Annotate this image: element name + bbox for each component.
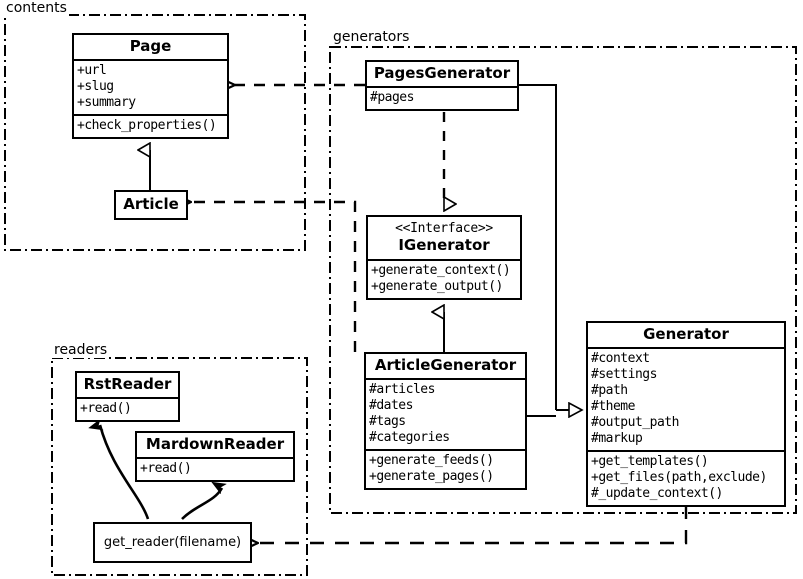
attribute-articles: #articles	[369, 382, 435, 398]
attribute-dates: #dates	[369, 398, 413, 414]
attribute-theme: #theme	[591, 399, 635, 415]
class-name-articlegenerator: ArticleGenerator	[374, 356, 517, 374]
attribute-output-path: #output_path	[591, 415, 679, 431]
class-name-page: Page	[129, 37, 172, 55]
class-methods-articlegenerator: +generate_feeds() +generate_pages()	[366, 449, 525, 488]
relation-get-reader-creates-markdownreader	[181, 488, 222, 520]
class-methods-markdownreader: +read()	[137, 457, 293, 480]
method-get-templates: +get_templates()	[591, 454, 709, 470]
class-header-igenerator: <<Interface>> IGenerator	[368, 217, 520, 259]
method-get-files: +get_files(path,exclude)	[591, 470, 767, 486]
package-frame-contents	[4, 14, 306, 251]
attribute-path: #path	[591, 383, 628, 399]
class-box-page[interactable]: Page +url +slug +summary +check_properti…	[72, 33, 229, 140]
package-label-generators: generators	[331, 29, 412, 45]
class-methods-page: +check_properties()	[74, 114, 227, 137]
relation-get-reader-creates-rstreader	[100, 425, 150, 520]
class-box-article[interactable]: Article	[114, 190, 188, 221]
method-generate-pages: +generate_pages()	[369, 469, 494, 485]
class-name-article: Article	[123, 195, 179, 213]
class-box-markdownreader[interactable]: MardownReader +read()	[135, 431, 295, 483]
attribute-categories: #categories	[369, 430, 450, 446]
method-read-markdown: +read()	[140, 461, 192, 477]
class-attributes-page: +url +slug +summary	[74, 59, 227, 114]
method-generate-context: +generate_context()	[371, 263, 511, 279]
class-name-rstreader: RstReader	[83, 375, 172, 393]
class-box-articlegenerator[interactable]: ArticleGenerator #articles #dates #tags …	[364, 352, 527, 491]
class-methods-rstreader: +read()	[77, 397, 178, 420]
class-name-pagesgenerator: PagesGenerator	[373, 64, 511, 82]
method-generate-feeds: +generate_feeds()	[369, 453, 494, 469]
attribute-slug: +slug	[77, 79, 114, 95]
method-update-context: #_update_context()	[591, 486, 723, 502]
class-box-igenerator[interactable]: <<Interface>> IGenerator +generate_conte…	[366, 215, 522, 301]
method-generate-output: +generate_output()	[371, 279, 503, 295]
class-name-generator: Generator	[643, 325, 729, 343]
method-read-rst: +read()	[80, 401, 132, 417]
attribute-summary: +summary	[77, 95, 136, 111]
function-box-get-reader[interactable]: get_reader(filename)	[93, 522, 252, 563]
class-methods-generator: +get_templates() +get_files(path,exclude…	[588, 450, 784, 505]
attribute-url: +url	[77, 63, 107, 79]
class-attributes-articlegenerator: #articles #dates #tags #categories	[366, 378, 525, 449]
attribute-tags: #tags	[369, 414, 406, 430]
method-check-properties: +check_properties()	[77, 118, 217, 134]
attribute-markup: #markup	[591, 431, 643, 447]
class-name-markdownreader: MardownReader	[145, 435, 285, 453]
relation-generators-inherit-generator	[519, 84, 582, 416]
class-box-rstreader[interactable]: RstReader +read()	[75, 371, 180, 423]
class-name-igenerator: IGenerator	[398, 235, 490, 254]
package-label-contents: contents	[4, 0, 69, 16]
package-label-readers: readers	[52, 342, 110, 358]
package-frame-readers	[51, 357, 308, 576]
relation-generator-uses-get-reader	[258, 505, 688, 543]
package-frame-generators	[329, 46, 797, 514]
class-box-generator[interactable]: Generator #context #settings #path #them…	[586, 321, 786, 508]
class-attributes-pagesgenerator: #pages	[367, 86, 517, 109]
attribute-context: #context	[591, 351, 650, 367]
attribute-pages: #pages	[370, 90, 414, 106]
attribute-settings: #settings	[591, 367, 657, 383]
class-attributes-generator: #context #settings #path #theme #output_…	[588, 347, 784, 450]
relation-articlegenerator-uses-article	[191, 202, 357, 352]
class-methods-igenerator: +generate_context() +generate_output()	[368, 259, 520, 298]
class-box-pagesgenerator[interactable]: PagesGenerator #pages	[365, 60, 519, 112]
class-stereotype-igenerator: <<Interface>>	[395, 221, 493, 236]
